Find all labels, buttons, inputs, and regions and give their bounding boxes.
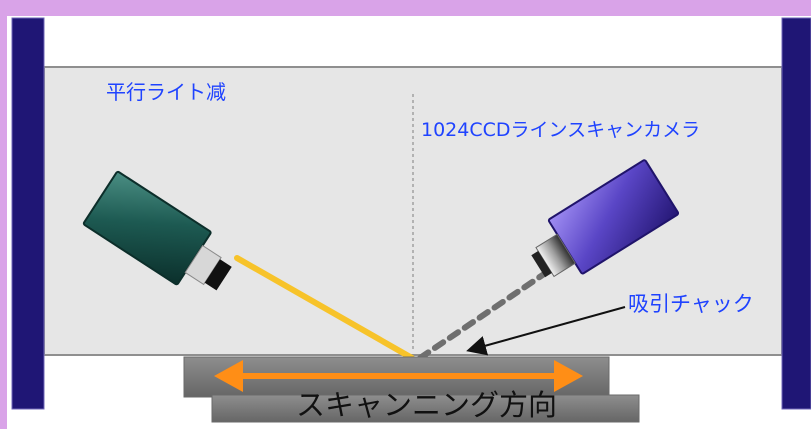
- lower-stage-plate: [211, 394, 640, 423]
- parallel-light-unit: [82, 170, 232, 291]
- scan-arrow-left-head: [214, 360, 243, 392]
- line-scan-camera: [531, 159, 680, 278]
- chuck-leader-arrow: [466, 306, 626, 356]
- light-beam: [234, 255, 415, 361]
- right-column: [781, 17, 811, 410]
- camera-beam: [417, 267, 553, 361]
- left-border: [0, 0, 7, 429]
- scan-direction-label: スキャンニング方向: [296, 388, 557, 422]
- chuck-label: 吸引チャック: [628, 292, 754, 316]
- camera-front-lens: [531, 250, 552, 278]
- top-border: [0, 0, 811, 16]
- camera-label: 1024CCDラインスキャンカメラ: [421, 119, 700, 141]
- scan-arrow-right-head: [554, 360, 583, 392]
- left-column: [11, 17, 45, 410]
- light-lens: [204, 259, 232, 291]
- light-label: 平行ライト减: [106, 80, 226, 104]
